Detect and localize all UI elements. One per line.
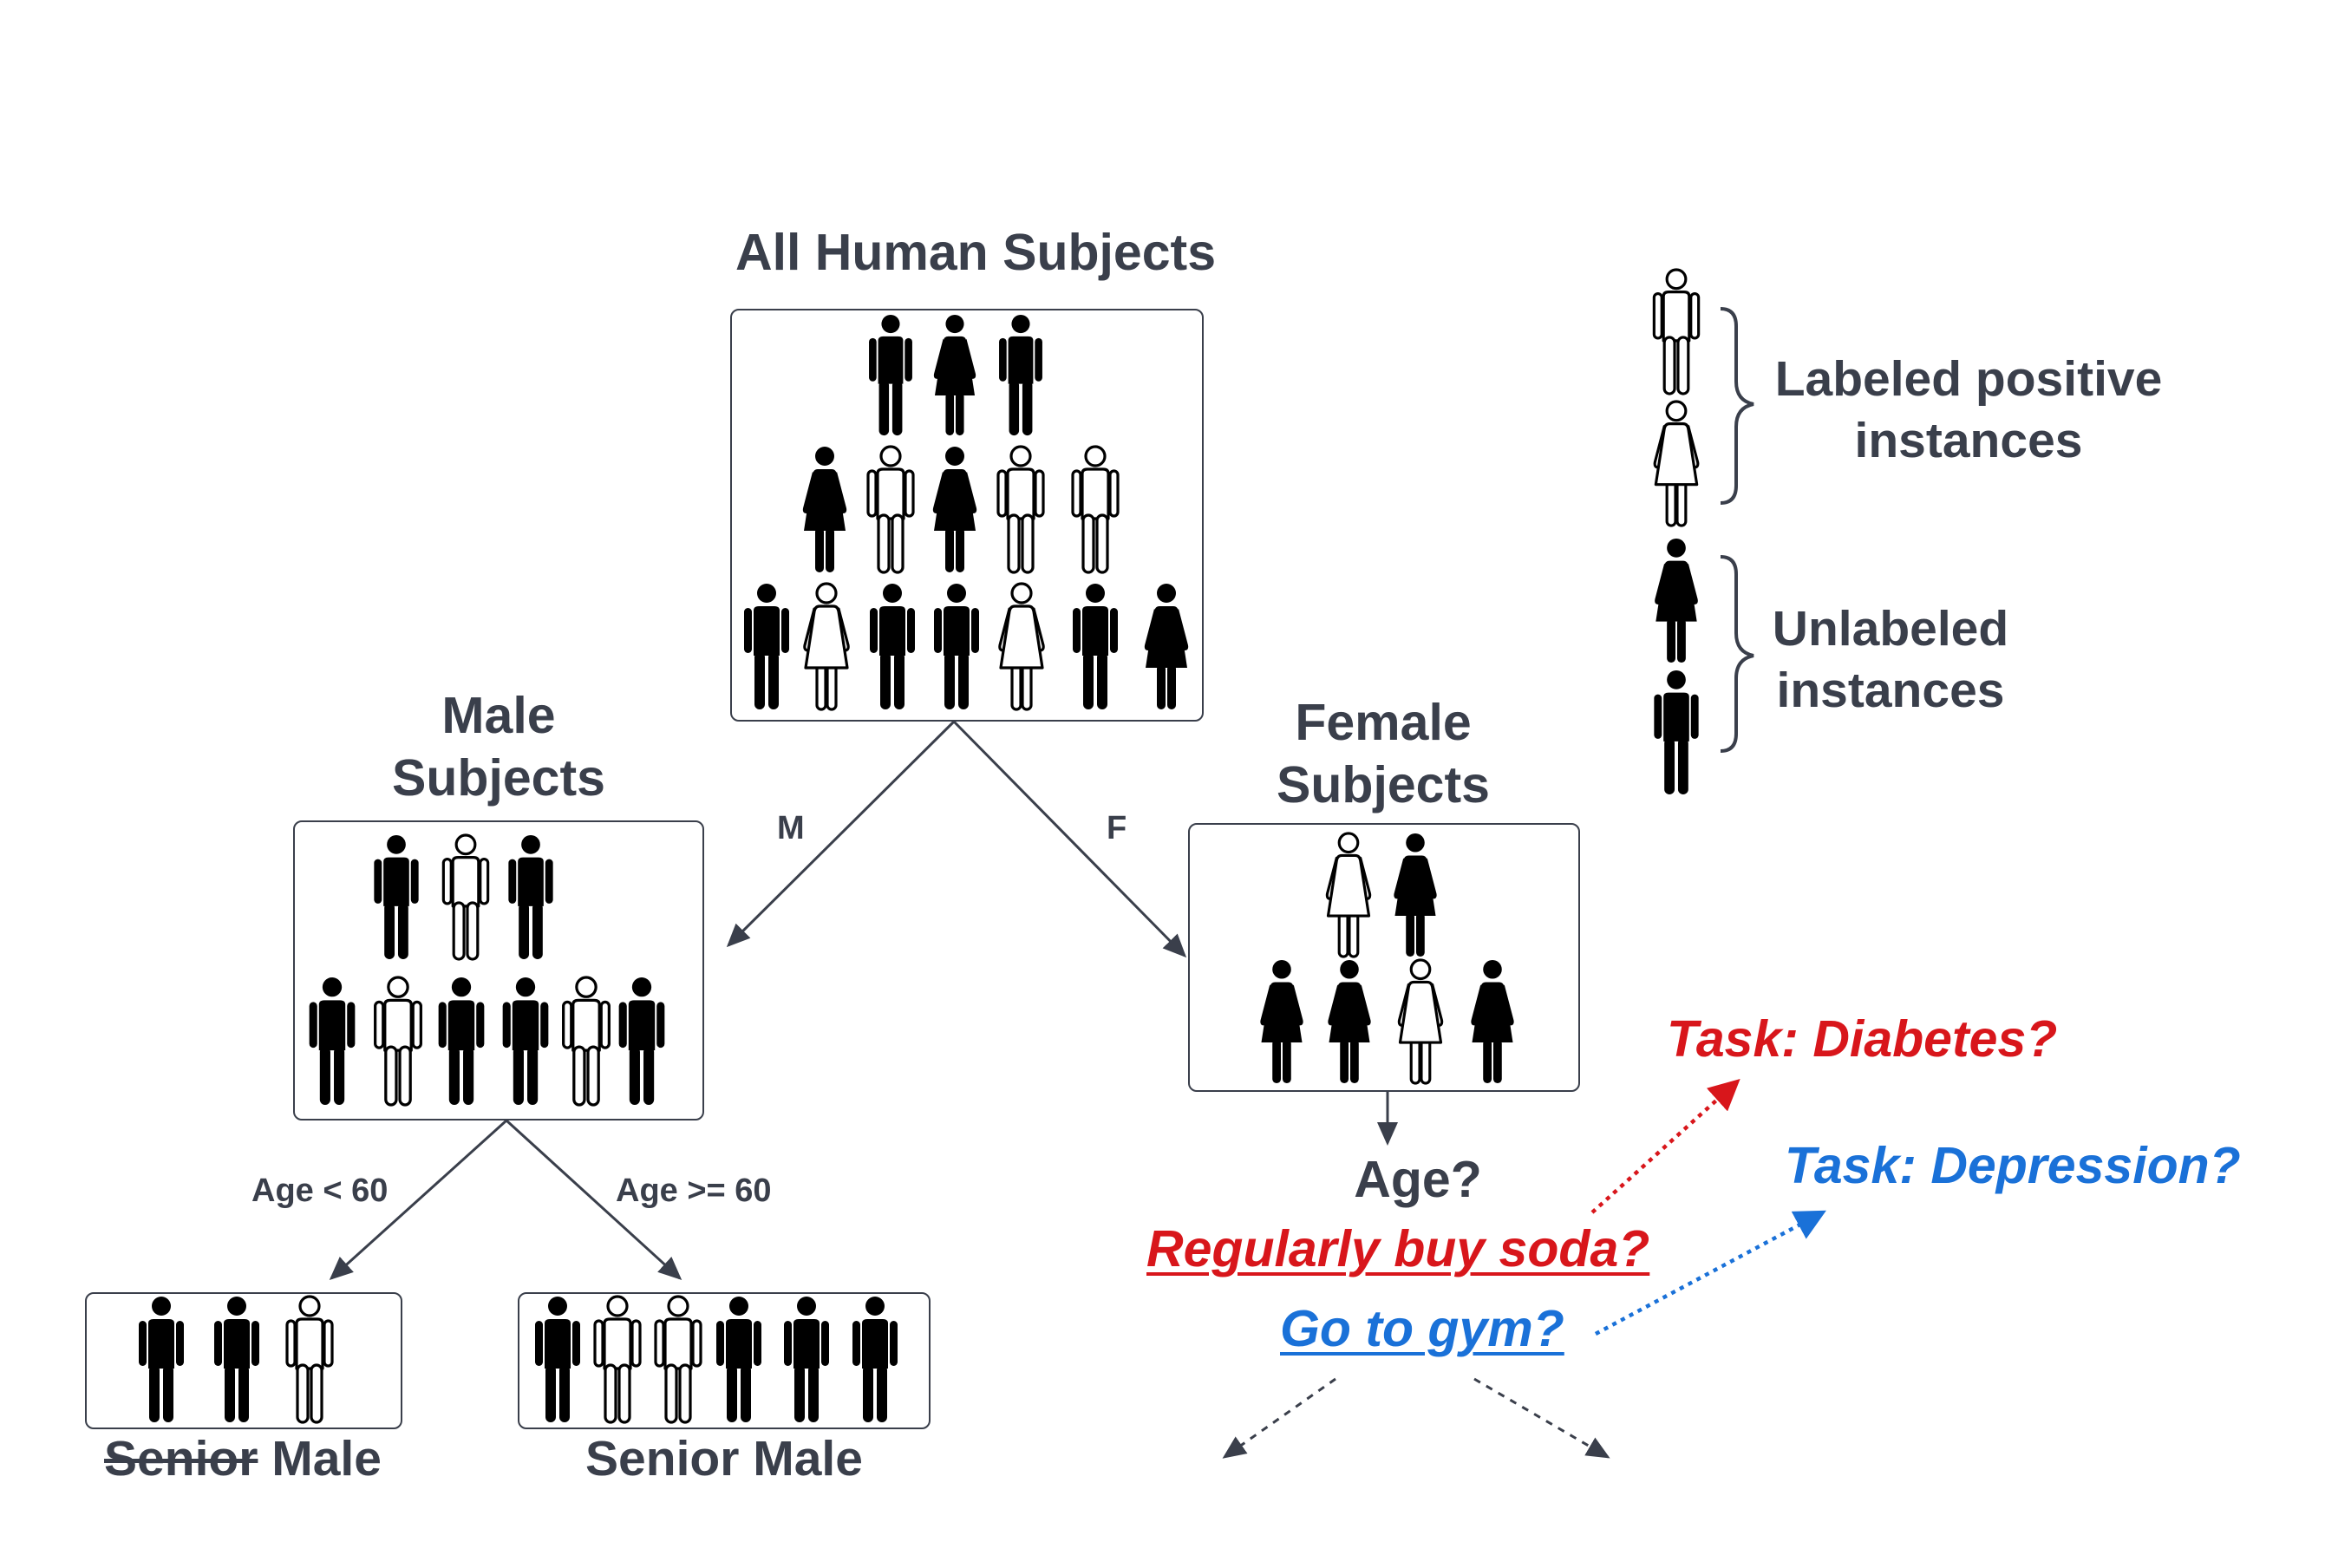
edge-label-age-over-60: Age >= 60: [616, 1173, 772, 1209]
labeled-male-icon: [562, 976, 611, 1107]
edge-label-m: M: [777, 810, 805, 846]
unlabeled-male-icon: [870, 584, 915, 709]
labeled-female-icon: [998, 582, 1045, 711]
unlabeled-male-icon: [852, 1297, 898, 1422]
edge-male-young: [329, 1119, 508, 1281]
senior-male-title: Senior Male: [585, 1431, 863, 1486]
unlabeled-female-icon: [1260, 959, 1303, 1084]
male-title-line1: Male: [441, 687, 556, 744]
labeled-male-icon: [1071, 445, 1120, 574]
unlabeled-male-icon: [502, 977, 549, 1105]
labeled-female-icon: [1653, 400, 1700, 527]
unlabeled-male-icon: [508, 834, 553, 960]
unlabeled-male-icon: [374, 834, 419, 960]
female-title-line2: Subjects: [1277, 755, 1490, 813]
unlabeled-male-icon: [535, 1297, 580, 1422]
labeled-male-icon: [654, 1295, 702, 1424]
labeled-female-icon: [1325, 832, 1372, 958]
edge-label-f: F: [1107, 810, 1127, 846]
labeled-male-icon: [285, 1295, 334, 1424]
labeled-male-icon: [866, 445, 915, 574]
labeled-female-icon: [1397, 958, 1444, 1085]
unlabeled-male-icon: [618, 977, 665, 1105]
unlabeled-male-icon: [716, 1297, 761, 1422]
edge-root-male: [726, 720, 956, 948]
female-node-title: Female Subjects: [1171, 692, 1596, 817]
young-male-title: Senior Male: [52, 1429, 434, 1490]
soda-question-link[interactable]: Regularly buy soda?: [1146, 1220, 1650, 1277]
legend-labeled-label: Labeled positive instances: [1760, 349, 2177, 473]
unlabeled-male-icon: [438, 977, 485, 1105]
unlabeled-female-icon: [1394, 833, 1437, 957]
unlabeled-male-icon: [999, 314, 1042, 436]
edge-age-right-dashed: [1473, 1377, 1610, 1459]
female-node-box: [1188, 823, 1580, 1092]
unlabeled-female-icon: [1328, 959, 1371, 1084]
labeled-male-icon: [593, 1295, 642, 1424]
unlabeled-female-icon: [933, 314, 976, 436]
unlabeled-male-icon: [869, 314, 912, 436]
labeled-male-icon: [374, 976, 422, 1107]
unlabeled-male-icon: [784, 1297, 829, 1422]
unlabeled-female-icon: [1144, 584, 1189, 709]
unlabeled-male-icon: [139, 1297, 184, 1422]
labeled-male-icon: [996, 445, 1045, 574]
unlabeled-male-icon: [1654, 670, 1699, 795]
link-soda-diabetes: [1590, 1078, 1740, 1214]
labeled-male-icon: [1652, 268, 1701, 395]
gym-question-link[interactable]: Go to gym?: [1280, 1300, 1564, 1357]
legend-unlabeled-line2: instances: [1776, 663, 2005, 719]
task-diabetes-label: Task: Diabetes?: [1667, 1010, 2058, 1068]
legend-brace-labeled: [1720, 307, 1754, 505]
legend-labeled-line1: Labeled positive: [1774, 351, 2163, 407]
edge-root-female: [952, 720, 1187, 958]
legend-unlabeled-line1: Unlabeled: [1772, 601, 2009, 657]
legend-brace-unlabeled: [1720, 555, 1754, 753]
male-node-title: Male Subjects: [286, 685, 711, 810]
male-title-line2: Subjects: [392, 748, 605, 807]
edge-male-senior: [505, 1119, 682, 1281]
unlabeled-male-icon: [214, 1297, 259, 1422]
task-depression-label: Task: Depression?: [1785, 1137, 2241, 1194]
legend-labeled-line2: instances: [1854, 413, 2083, 469]
young-male-title-rest: Male: [258, 1431, 382, 1486]
unlabeled-female-icon: [932, 447, 977, 572]
unlabeled-male-icon: [309, 977, 356, 1105]
female-title-line1: Female: [1295, 694, 1472, 751]
legend-unlabeled-label: Unlabeled instances: [1760, 598, 2021, 722]
unlabeled-female-icon: [1655, 538, 1698, 663]
labeled-female-icon: [803, 582, 850, 711]
unlabeled-male-icon: [1073, 584, 1118, 709]
unlabeled-female-icon: [802, 447, 847, 572]
age-question: Age?: [1354, 1151, 1482, 1208]
unlabeled-male-icon: [934, 584, 979, 709]
unlabeled-male-icon: [744, 584, 789, 709]
edge-label-age-under-60: Age < 60: [251, 1173, 389, 1209]
struck-senior-word: Senior: [104, 1431, 258, 1486]
root-node-title: All Human Subjects: [735, 224, 1217, 281]
edge-age-left-dashed: [1222, 1377, 1336, 1459]
labeled-male-icon: [441, 833, 490, 961]
link-gym-depression: [1594, 1210, 1826, 1336]
unlabeled-female-icon: [1471, 959, 1514, 1084]
